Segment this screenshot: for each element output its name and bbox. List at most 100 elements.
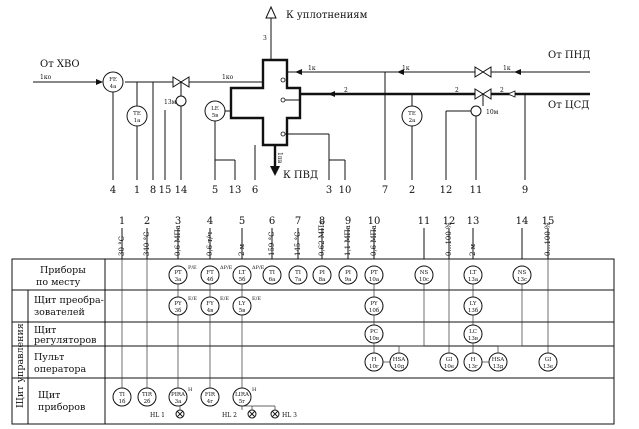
impulse-number: 14 [175,185,188,196]
pipe-label-2c: 2 [500,87,504,94]
valve-csd-b [482,88,492,100]
lamp-cross [271,410,279,418]
conv-ly-2-signal: E/E [252,296,261,302]
lamp-label: HL 1 [150,412,165,419]
pipe-label-10m: 10м [486,109,499,116]
column-number: 6 [269,216,275,227]
flow-to-pvd: К ПВД [283,170,318,181]
local-ft-1-tag: FT [206,270,214,276]
column-number: 8 [319,216,325,227]
op-hsa-1-tag: HSA [393,357,407,363]
level-tap-3 [280,131,286,137]
reg-lc-tag: LC [469,329,477,335]
panel-tir-1-tag: TIR [142,392,153,398]
column-number: 10 [368,216,381,227]
pnd-arrow-1 [295,69,302,75]
te2-num: 2а [409,118,416,124]
local-lt-2-signal: ΔP/E [252,265,265,271]
conv-py-3-tag: PY [370,301,378,307]
op-h-3-num: 13г [468,364,478,370]
impulse-number: 15 [159,185,172,196]
conv-ly-2-num: 5в [239,308,246,314]
row-op-1: Пульт [34,352,64,363]
pnd-arrow-3 [514,69,521,75]
csd-arrow-1 [328,91,335,97]
csd-arrow-2 [506,90,516,98]
local-lt-2-tag: LT [239,270,246,276]
row-pan-1: Щит [38,390,60,401]
local-lt-9-tag: LT [470,270,477,276]
impulse-number: 9 [522,185,528,196]
local-ti-3-tag: TI [269,270,275,276]
local-pi-5-num: 8а [319,277,326,283]
panel-lira-4-signal: H [252,387,257,393]
row-pan-2: приборов [38,402,85,413]
actuator-13 [175,95,187,107]
column-number: 9 [345,216,351,227]
reg-lc-num: 13в [468,336,478,342]
column-number: 2 [144,216,150,227]
impulse-number: 4 [110,185,116,196]
row-local-1: Приборы [40,265,86,276]
conv-py-0-tag: PY [174,301,182,307]
seals-arrow [265,5,277,19]
hvo-arrow [96,79,103,85]
op-h-3-tag: H [471,357,476,363]
valve-hvo-b [180,76,190,88]
conv-py-3-num: 10б [369,307,380,314]
op-h-0-num: 10г [369,364,379,370]
actuator-10 [470,105,482,117]
op-hsa-4-num: 13д [493,364,504,370]
conv-fy-1-tag: FY [206,301,214,307]
te1-num: 1а [134,118,141,124]
pipe-label-2b: 2 [455,87,459,94]
local-pi-6 [338,265,358,285]
instrument-grid: PT3аP/EFT4бΔP/ELT5бΔP/ETI6аTI7аPI8аPI9аP… [112,228,558,419]
le-num: 5в [212,113,219,119]
op-gi-2-tag: GI [446,357,453,363]
lamp-cross [248,410,256,418]
valve-pnd-b [482,66,492,78]
lamp-cross [176,410,184,418]
local-pi-6-tag: PI [345,270,351,276]
fe-num: 4а [110,84,117,90]
impulse-number: 7 [382,185,388,196]
op-hsa-1-num: 10д [394,364,405,370]
local-ns-8-tag: NS [420,270,429,276]
impulse-number: 1 [134,185,140,196]
local-ft-1-num: 4б [207,276,214,283]
row-conv-1: Щит преобра- [34,295,104,306]
column-number: 11 [418,216,431,227]
column-number: 7 [295,216,301,227]
pipe-label-1ko-b: 1ко [222,74,234,81]
conv-ly-2-tag: LY [239,301,246,307]
op-h-0-tag: H [372,357,377,363]
column-number: 12 [443,216,456,227]
local-lt-2-num: 5б [239,276,246,283]
panel-pira-2-signal: H [188,387,193,393]
local-ft-1-signal: ΔP/E [220,265,233,271]
conv-fy-1-num: 4в [207,308,214,314]
row-op-2: оператора [34,364,86,375]
local-ti-4-num: 7а [295,277,302,283]
row-conv-2: зователей [34,307,85,318]
impulse-number: 12 [440,185,453,196]
panel-ti-0-tag: TI [119,392,125,398]
local-pt-7-tag: PT [370,270,378,276]
pnd-arrow-2 [397,69,404,75]
row-reg-1: Щит [34,325,56,336]
pipe-label-2a: 2 [344,87,348,94]
local-pt-0-signal: P/E [188,265,197,271]
impulse-number: 3 [326,185,332,196]
panel-group-label: Щит управления [15,323,26,408]
panel-lira-4-num: 5г [239,399,245,405]
impulse-number: 11 [470,185,483,196]
conv-ly-4-tag: LY [470,301,477,307]
pipe-label-1k-b: 1к [402,65,410,72]
conv-py-0-num: 3б [175,307,182,314]
valve-hvo-a [172,76,182,88]
conv-fy-1-signal: E/E [220,296,229,302]
panel-pira-2-tag: PIRA [171,392,186,398]
